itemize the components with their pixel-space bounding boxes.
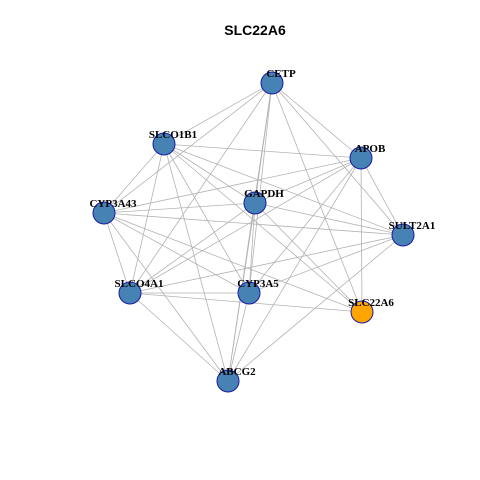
node-circle [243, 191, 267, 215]
edge-cyp3a43-slc22a6 [103, 212, 363, 313]
edge-cetp-slco4a1 [129, 82, 273, 294]
edge-apob-abcg2 [227, 157, 362, 382]
graph-title: SLC22A6 [224, 22, 286, 38]
edge-gapdh-slc22a6 [254, 202, 363, 313]
node-slco4a1: SLCO4A1 [115, 278, 164, 305]
node-sult2a1: SULT2A1 [389, 220, 436, 247]
node-slc22a6: SLC22A6 [348, 297, 394, 324]
node-label: APOB [355, 143, 386, 155]
node-gapdh: GAPDH [243, 188, 284, 215]
edge-cyp3a43-sult2a1 [103, 212, 404, 236]
edge-sult2a1-slco4a1 [129, 234, 404, 294]
edge-cetp-sult2a1 [271, 82, 404, 236]
edge-gapdh-cyp3a43 [103, 202, 256, 214]
edge-slco1b1-cyp3a43 [103, 143, 165, 214]
edge-cyp3a43-cyp3a5 [103, 212, 250, 294]
node-circle [152, 132, 176, 156]
node-label: CYP3A5 [237, 278, 279, 290]
edge-gapdh-sult2a1 [254, 202, 404, 236]
node-label: GAPDH [244, 188, 284, 200]
node-circle [216, 369, 240, 393]
edge-cyp3a5-abcg2 [227, 292, 250, 382]
edge-gapdh-slco4a1 [129, 202, 256, 294]
edge-slco1b1-apob [163, 143, 362, 159]
node-label: SLC22A6 [348, 297, 394, 309]
node-label: CETP [266, 68, 296, 80]
edge-slco1b1-slco4a1 [129, 143, 165, 294]
node-label: SLCO4A1 [115, 278, 164, 290]
node-cyp3a5: CYP3A5 [237, 278, 279, 305]
edge-slco1b1-gapdh [163, 143, 256, 204]
node-apob: APOB [349, 143, 386, 170]
edge-cetp-slc22a6 [271, 82, 363, 313]
edge-cyp3a43-slco4a1 [103, 212, 131, 294]
edge-slco4a1-abcg2 [129, 292, 229, 382]
edge-slco1b1-slc22a6 [163, 143, 363, 313]
node-slco1b1: SLCO1B1 [149, 129, 197, 156]
edge-sult2a1-cyp3a5 [248, 234, 404, 294]
node-label: SLCO1B1 [149, 129, 197, 141]
node-circle [260, 71, 284, 95]
edge-apob-cyp3a43 [103, 157, 362, 214]
node-circle [349, 146, 373, 170]
node-cyp3a43: CYP3A43 [89, 198, 137, 225]
edge-apob-cyp3a5 [248, 157, 362, 294]
node-label: ABCG2 [218, 366, 256, 378]
edge-cetp-apob [271, 82, 362, 159]
edge-slco1b1-cyp3a5 [163, 143, 250, 294]
node-circle [350, 300, 374, 324]
edge-cyp3a43-abcg2 [103, 212, 229, 382]
edge-slco1b1-sult2a1 [163, 143, 404, 236]
node-circle [92, 201, 116, 225]
edge-apob-sult2a1 [360, 157, 404, 236]
edge-cetp-cyp3a43 [103, 82, 273, 214]
edge-apob-slco4a1 [129, 157, 362, 294]
edge-apob-slc22a6 [360, 157, 363, 313]
edge-gapdh-cyp3a5 [248, 202, 256, 294]
edge-layer [103, 82, 404, 382]
edge-slco1b1-abcg2 [163, 143, 229, 382]
node-circle [237, 281, 261, 305]
node-circle [118, 281, 142, 305]
node-cetp: CETP [260, 68, 296, 95]
edge-cetp-slco1b1 [163, 82, 273, 145]
edge-apob-gapdh [254, 157, 362, 204]
node-label: CYP3A43 [89, 198, 137, 210]
node-label: SULT2A1 [389, 220, 436, 232]
node-circle [391, 223, 415, 247]
edge-cetp-cyp3a5 [248, 82, 273, 294]
node-abcg2: ABCG2 [216, 366, 256, 393]
